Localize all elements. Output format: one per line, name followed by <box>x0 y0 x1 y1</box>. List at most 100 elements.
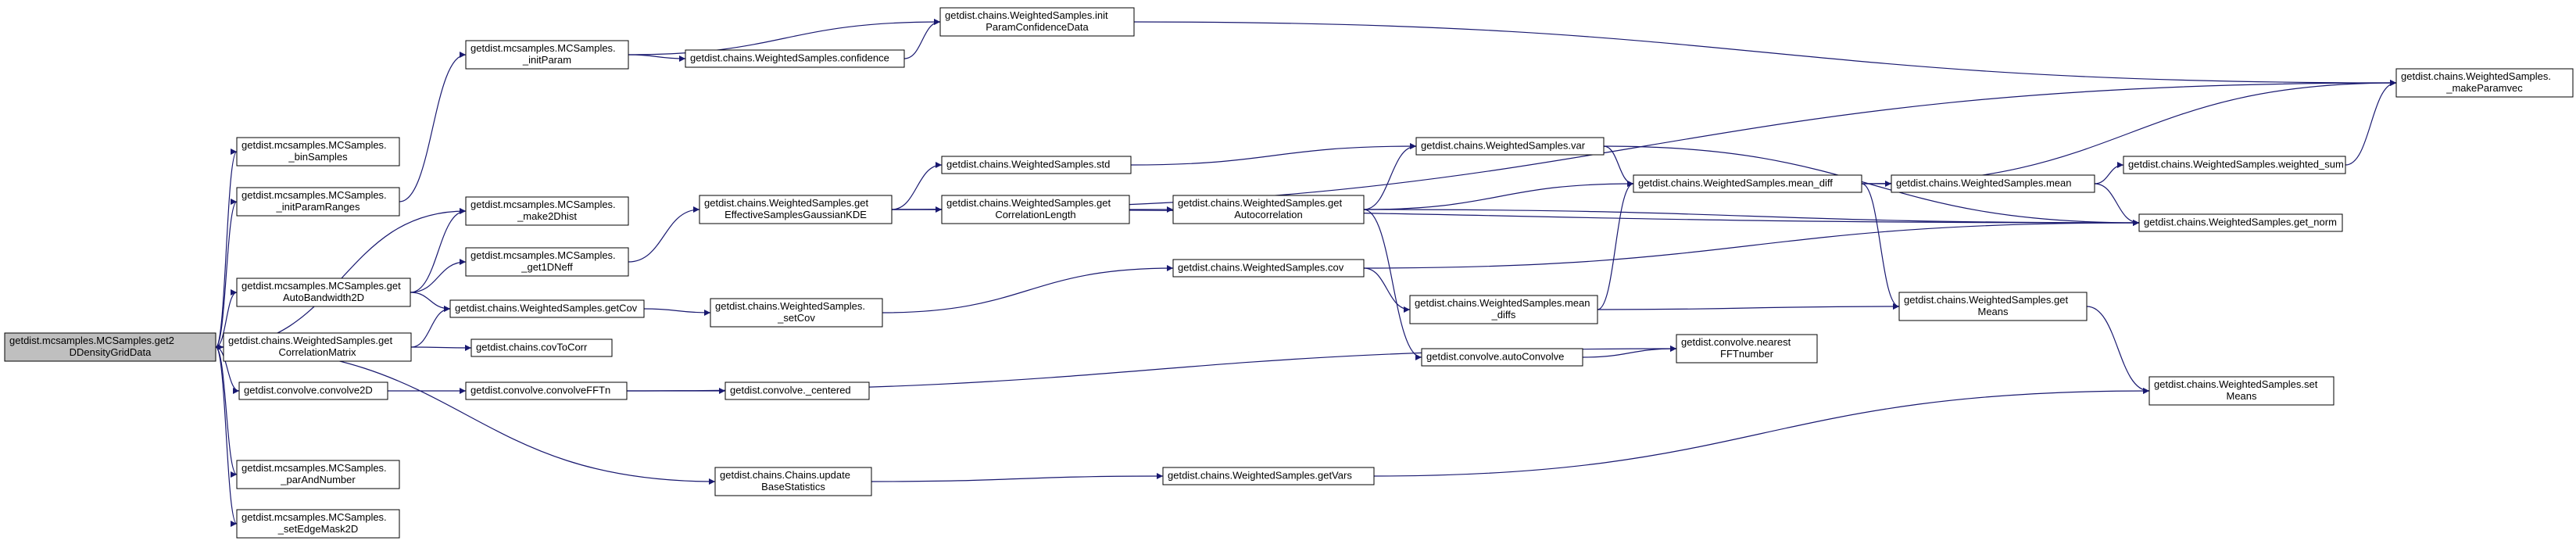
edge-path <box>215 199 238 348</box>
node-box <box>236 187 400 217</box>
node-makeParamvec[interactable]: getdist.chains.WeightedSamples._makePara… <box>2395 68 2574 98</box>
edge-getEffectiveSamplesGaussianKDE-to-get_norm <box>891 209 2140 226</box>
node-mean_diffs[interactable]: getdist.chains.WeightedSamples.mean_diff… <box>1409 295 1598 324</box>
node-label-line: getdist.chains.WeightedSamples. <box>715 300 865 312</box>
node-label-line: AutoBandwidth2D <box>283 292 364 303</box>
node-label-line: getdist.mcsamples.MCSamples. <box>242 462 387 474</box>
edge-path <box>891 162 943 210</box>
edge-path <box>215 149 238 348</box>
node-box <box>1172 259 1365 278</box>
node-label-line: Means <box>1977 306 2009 317</box>
node-convolve2D[interactable]: getdist.convolve.convolve2D <box>238 381 388 400</box>
node-initParamConfidenceData[interactable]: getdist.chains.WeightedSamples.initParam… <box>939 7 1135 37</box>
node-weighted_sum[interactable]: getdist.chains.WeightedSamples.weighted_… <box>2123 156 2346 174</box>
node-label-line: getdist.chains.WeightedSamples.getCov <box>455 303 638 314</box>
node-box <box>238 381 388 400</box>
node-make2Dhist[interactable]: getdist.mcsamples.MCSamples._make2Dhist <box>465 196 629 226</box>
node-box <box>2395 68 2574 98</box>
edge-path <box>410 292 451 312</box>
node-get1DNeff[interactable]: getdist.mcsamples.MCSamples._get1DNeff <box>465 247 629 277</box>
node-label-line: getdist.mcsamples.MCSamples. <box>470 249 616 261</box>
node-label-line: getdist.chains.WeightedSamples.init <box>945 9 1108 21</box>
node-std[interactable]: getdist.chains.WeightedSamples.std <box>941 156 1132 174</box>
node-getCorrelationMatrix[interactable]: getdist.chains.WeightedSamples.getCorrel… <box>223 332 412 362</box>
edge-initParam-to-confidence <box>628 54 686 62</box>
node-label-line: getdist.chains.WeightedSamples.mean <box>1896 177 2072 189</box>
edge-path <box>2345 80 2397 166</box>
edge-path <box>2094 183 2140 226</box>
node-autoConvolve[interactable]: getdist.convolve.autoConvolve <box>1421 348 1583 367</box>
node-binSamples[interactable]: getdist.mcsamples.MCSamples._binSamples <box>236 137 400 167</box>
node-setCov[interactable]: getdist.chains.WeightedSamples._setCov <box>710 298 883 328</box>
node-box <box>236 460 400 489</box>
node-box <box>236 137 400 167</box>
edge-path <box>1373 388 2150 477</box>
node-getAutocorrelation[interactable]: getdist.chains.WeightedSamples.getAutoco… <box>1172 195 1365 224</box>
edge-mean-to-get_norm <box>2094 183 2140 226</box>
node-convolveFFTn[interactable]: getdist.convolve.convolveFFTn <box>465 381 628 400</box>
node-confidence[interactable]: getdist.chains.WeightedSamples.confidenc… <box>685 49 905 68</box>
node-box <box>465 196 629 226</box>
edge-path <box>1597 181 1634 310</box>
node-label-line: BaseStatistics <box>761 481 825 492</box>
node-var[interactable]: getdist.chains.WeightedSamples.var <box>1415 137 1605 156</box>
node-label-line: _initParamRanges <box>276 201 360 213</box>
node-parAndNumber[interactable]: getdist.mcsamples.MCSamples._parAndNumbe… <box>236 460 400 489</box>
node-label-line: _parAndNumber <box>280 474 356 485</box>
node-box <box>449 299 645 318</box>
node-getAutoBandwidth2D[interactable]: getdist.mcsamples.MCSamples.getAutoBandw… <box>236 278 411 307</box>
node-label-line: getdist.chains.WeightedSamples.mean_diff <box>1638 177 1833 189</box>
node-updateBaseStatistics[interactable]: getdist.chains.Chains.updateBaseStatisti… <box>714 467 872 496</box>
edge-getEffectiveSamplesGaussianKDE-to-std <box>891 162 943 210</box>
node-label-line: _binSamples <box>288 151 348 163</box>
node-box <box>1891 174 2095 193</box>
edge-path <box>1133 21 2397 86</box>
node-mean[interactable]: getdist.chains.WeightedSamples.mean <box>1891 174 2095 193</box>
node-label-line: getdist.chains.WeightedSamples.getVars <box>1168 470 1352 482</box>
edge-mean_diffs-to-getMeans <box>1597 303 1900 310</box>
edge-confidence-to-initParamConfidenceData <box>903 19 941 59</box>
node-box <box>685 49 905 68</box>
node-setEdgeMask2D[interactable]: getdist.mcsamples.MCSamples._setEdgeMask… <box>236 509 400 539</box>
edge-path <box>215 346 240 394</box>
edge-updateBaseStatistics-to-getVars <box>871 473 1164 482</box>
node-centered[interactable]: getdist.convolve._centered <box>724 381 870 400</box>
node-get_norm[interactable]: getdist.chains.WeightedSamples.get_norm <box>2138 213 2343 232</box>
node-getCov[interactable]: getdist.chains.WeightedSamples.getCov <box>449 299 645 318</box>
node-label-line: CorrelationLength <box>995 209 1075 220</box>
edge-path <box>1363 181 1634 210</box>
node-box <box>465 247 629 277</box>
node-box <box>1409 295 1598 324</box>
node-box <box>1421 348 1583 367</box>
edge-initParamConfidenceData-to-makeParamvec <box>1133 21 2397 86</box>
node-getEffectiveSamplesGaussianKDE[interactable]: getdist.chains.WeightedSamples.getEffect… <box>699 195 893 224</box>
edge-getAutocorrelation-to-autoConvolve <box>1363 209 1422 360</box>
edge-getAutocorrelation-to-mean_diff <box>1363 181 1634 210</box>
edge-path <box>628 54 686 62</box>
node-cov[interactable]: getdist.chains.WeightedSamples.cov <box>1172 259 1365 278</box>
edge-mean_diff-to-getMeans <box>1861 183 1900 310</box>
edge-path <box>1582 346 1677 358</box>
node-box <box>2148 376 2334 406</box>
node-box <box>939 7 1135 37</box>
node-label-line: ParamConfidenceData <box>986 21 1089 33</box>
node-initParam[interactable]: getdist.mcsamples.MCSamples._initParam <box>465 40 629 70</box>
node-getVars[interactable]: getdist.chains.WeightedSamples.getVars <box>1162 467 1375 485</box>
node-getCorrelationLength[interactable]: getdist.chains.WeightedSamples.getCorrel… <box>941 195 1130 224</box>
node-mean_diff[interactable]: getdist.chains.WeightedSamples.mean_diff <box>1633 174 1862 193</box>
node-label-line: getdist.mcsamples.MCSamples.get <box>242 280 401 292</box>
node-initParamRanges[interactable]: getdist.mcsamples.MCSamples._initParamRa… <box>236 187 400 217</box>
edge-getAutoBandwidth2D-to-make2Dhist <box>410 208 467 293</box>
edge-path <box>410 306 451 348</box>
edge-path <box>643 308 711 316</box>
node-covToCorr[interactable]: getdist.chains.covToCorr <box>470 338 613 357</box>
edge-getAutoBandwidth2D-to-get1DNeff <box>410 259 467 293</box>
node-box <box>714 467 872 496</box>
node-box <box>1633 174 1862 193</box>
edge-setCov-to-cov <box>882 265 1174 313</box>
edge-path <box>1130 143 1417 166</box>
